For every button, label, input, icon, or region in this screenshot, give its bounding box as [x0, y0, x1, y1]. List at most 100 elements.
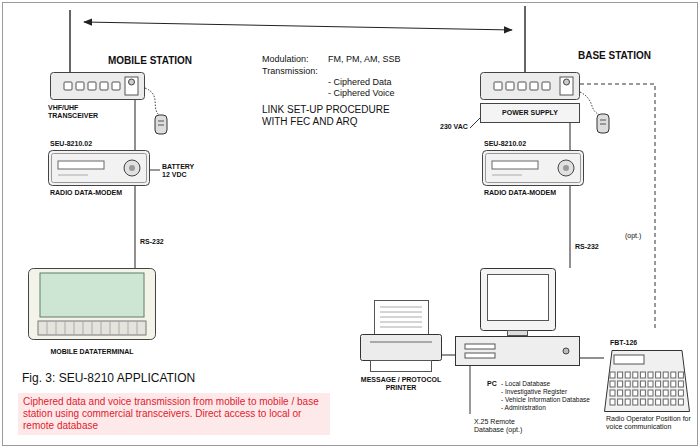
console-key [618, 381, 623, 387]
key-divider [119, 321, 120, 335]
button [494, 82, 502, 90]
x25-line [470, 366, 471, 414]
console-key [640, 372, 645, 378]
console-key [610, 381, 615, 387]
console-key [656, 399, 661, 405]
spec-label: Modulation: [262, 54, 309, 64]
console-key [625, 372, 630, 378]
knob [129, 79, 135, 85]
transceiver-case [51, 73, 145, 100]
operator-console: FBT-126Radio Operator Position for voice… [604, 350, 690, 412]
power-label: BATTERY 12 VDC [162, 163, 202, 179]
key-divider [65, 321, 66, 335]
device-label: RADIO DATA-MODEM [484, 189, 556, 197]
panel-marking [492, 175, 522, 176]
microphone-grille [158, 121, 164, 122]
console-key [663, 381, 668, 387]
modem-case [49, 151, 150, 186]
connector-line [135, 186, 136, 268]
console-key [648, 381, 653, 387]
model-number: FBT-126 [610, 339, 637, 347]
mains-wire [470, 118, 480, 128]
station-heading: MOBILE STATION [108, 55, 192, 67]
console-key [656, 372, 661, 378]
console-key [625, 399, 630, 405]
console-key [663, 372, 668, 378]
console-key [671, 381, 676, 387]
paper-line [380, 317, 422, 318]
paper-slot [370, 342, 432, 343]
battery-wire [150, 170, 160, 171]
device-label: MESSAGE / PROTOCOL PRINTER [355, 376, 447, 392]
console-body [605, 351, 690, 412]
data-modem-drawing [482, 150, 584, 186]
remote-database-note: X.25 Remote Database (opt.) [474, 418, 534, 434]
button [506, 82, 514, 90]
console-key [656, 390, 661, 396]
console-key [633, 381, 638, 387]
device-label: MOBILE DATATERMINAL [28, 348, 156, 356]
button [64, 82, 72, 90]
transceiver-unit: VHF/UHF TRANSCEIVER [50, 72, 145, 100]
button [542, 82, 550, 90]
knob [558, 160, 574, 176]
console-key [671, 372, 676, 378]
optional-voice-line [580, 84, 655, 330]
transceiver-unit [481, 73, 580, 100]
console-display [614, 355, 644, 364]
console-key [663, 399, 668, 405]
button [530, 82, 538, 90]
antenna [524, 6, 526, 72]
modem-panel [52, 154, 147, 183]
terminal-case [29, 269, 156, 340]
pc-workstation-drawing [455, 268, 580, 366]
option-note: (opt.) [625, 232, 641, 240]
console-key [640, 381, 645, 387]
paper-line [380, 307, 422, 308]
modem-case [483, 151, 584, 186]
printer-paper [375, 301, 429, 335]
console-key [633, 390, 638, 396]
console-key [671, 390, 676, 396]
front-panel [125, 77, 138, 95]
figure-caption: Ciphered data and voice transmission fro… [18, 393, 330, 435]
terminal-keyboard [38, 321, 146, 335]
printer-body [361, 335, 442, 361]
connector-line [135, 100, 136, 150]
console-key [625, 381, 630, 387]
modem-display [58, 161, 104, 169]
spec-value: - Ciphered Data [328, 77, 392, 87]
monitor-case [481, 269, 556, 331]
key-divider [128, 321, 129, 335]
knob [564, 79, 570, 85]
console-key [678, 390, 683, 396]
pc-workstation: PC- Local Database- Investigative Regist… [455, 268, 580, 366]
operator-console-drawing [604, 350, 690, 412]
console-key [678, 372, 683, 378]
radio-link-arrow [84, 22, 512, 30]
console-key [610, 390, 615, 396]
data-terminal: MOBILE DATATERMINAL [28, 268, 156, 340]
button [88, 82, 96, 90]
console-key [618, 390, 623, 396]
paper-line [380, 322, 422, 323]
station-heading: BASE STATION [578, 50, 651, 62]
power-label: 230 VAC [440, 123, 468, 131]
spec-value: - Ciphered Voice [328, 88, 395, 98]
connector-line [580, 358, 604, 359]
figure-title: Fig. 3: SEU-8210 APPLICATION [22, 372, 195, 386]
transceiver-case [481, 73, 580, 100]
paper-line [380, 327, 422, 328]
modem-panel [486, 154, 581, 183]
drive-slot [465, 353, 495, 358]
console-key [640, 390, 645, 396]
function-item: - Investigative Register [501, 388, 567, 395]
monitor-stand [508, 331, 528, 336]
data-modem: SEU-8210.02RADIO DATA-MODEM [48, 150, 150, 186]
device-label: RADIO DATA-MODEM [50, 189, 122, 197]
console-key [656, 381, 661, 387]
console-key [618, 372, 623, 378]
power-supply-box: POWER SUPPLY [480, 103, 580, 123]
function-item: - Local Database [501, 380, 550, 387]
key-divider [83, 321, 84, 335]
